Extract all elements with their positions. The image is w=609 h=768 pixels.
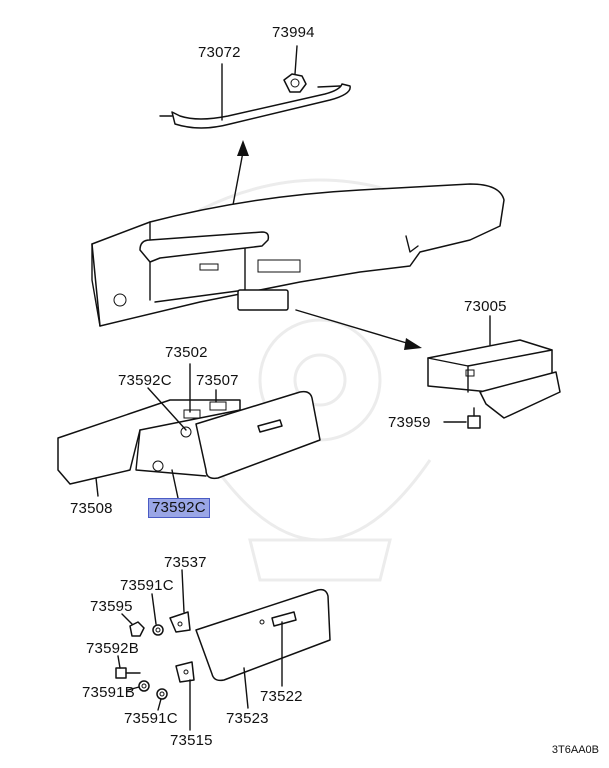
screw-73592B [115,667,141,679]
label-73591B: 73591B [82,684,135,701]
washer-73591C-b [156,688,168,700]
leader-73591C-a [151,593,157,625]
nut-73994 [283,73,307,93]
label-73508: 73508 [70,500,113,517]
washer-73591B [138,680,150,692]
dashboard-panel [91,183,505,327]
glovebox-73508 [57,390,321,485]
handle-73072 [159,83,351,129]
label-73994: 73994 [272,24,315,41]
label-73591C-a: 73591C [120,577,174,594]
leader-73591B [127,686,140,691]
hinge-73537 [169,611,191,633]
leader-73591C-b [157,698,162,711]
label-73592C-b-highlighted[interactable]: 73592C [148,498,210,518]
hinge-73515 [175,661,195,683]
label-73005: 73005 [464,298,507,315]
leader-73508 [95,477,99,497]
label-73515: 73515 [170,732,213,749]
label-73959: 73959 [388,414,431,431]
nut-73595 [129,621,145,637]
label-73592B: 73592B [86,640,139,657]
label-73537: 73537 [164,554,207,571]
label-73595: 73595 [90,598,133,615]
diagram-code: 3T6AA0B [551,744,599,756]
label-73507: 73507 [196,372,239,389]
screw-73959 [467,407,481,429]
label-73591C-b: 73591C [124,710,178,727]
leader-73592C-a [147,387,187,431]
washer-73591C-a [152,624,164,636]
label-73502: 73502 [165,344,208,361]
leader-73523 [243,667,249,709]
leader-73537 [181,569,185,613]
leader-73592C-b [171,469,179,499]
label-73072: 73072 [198,44,241,61]
leader-73595 [121,613,133,625]
label-73522: 73522 [260,688,303,705]
label-73592C-a: 73592C [118,372,172,389]
label-73523: 73523 [226,710,269,727]
leader-73994 [294,45,298,75]
box-73005 [427,339,561,419]
leader-73592B [117,655,121,669]
arrow-right [295,309,422,350]
lid-73523 [195,588,331,682]
